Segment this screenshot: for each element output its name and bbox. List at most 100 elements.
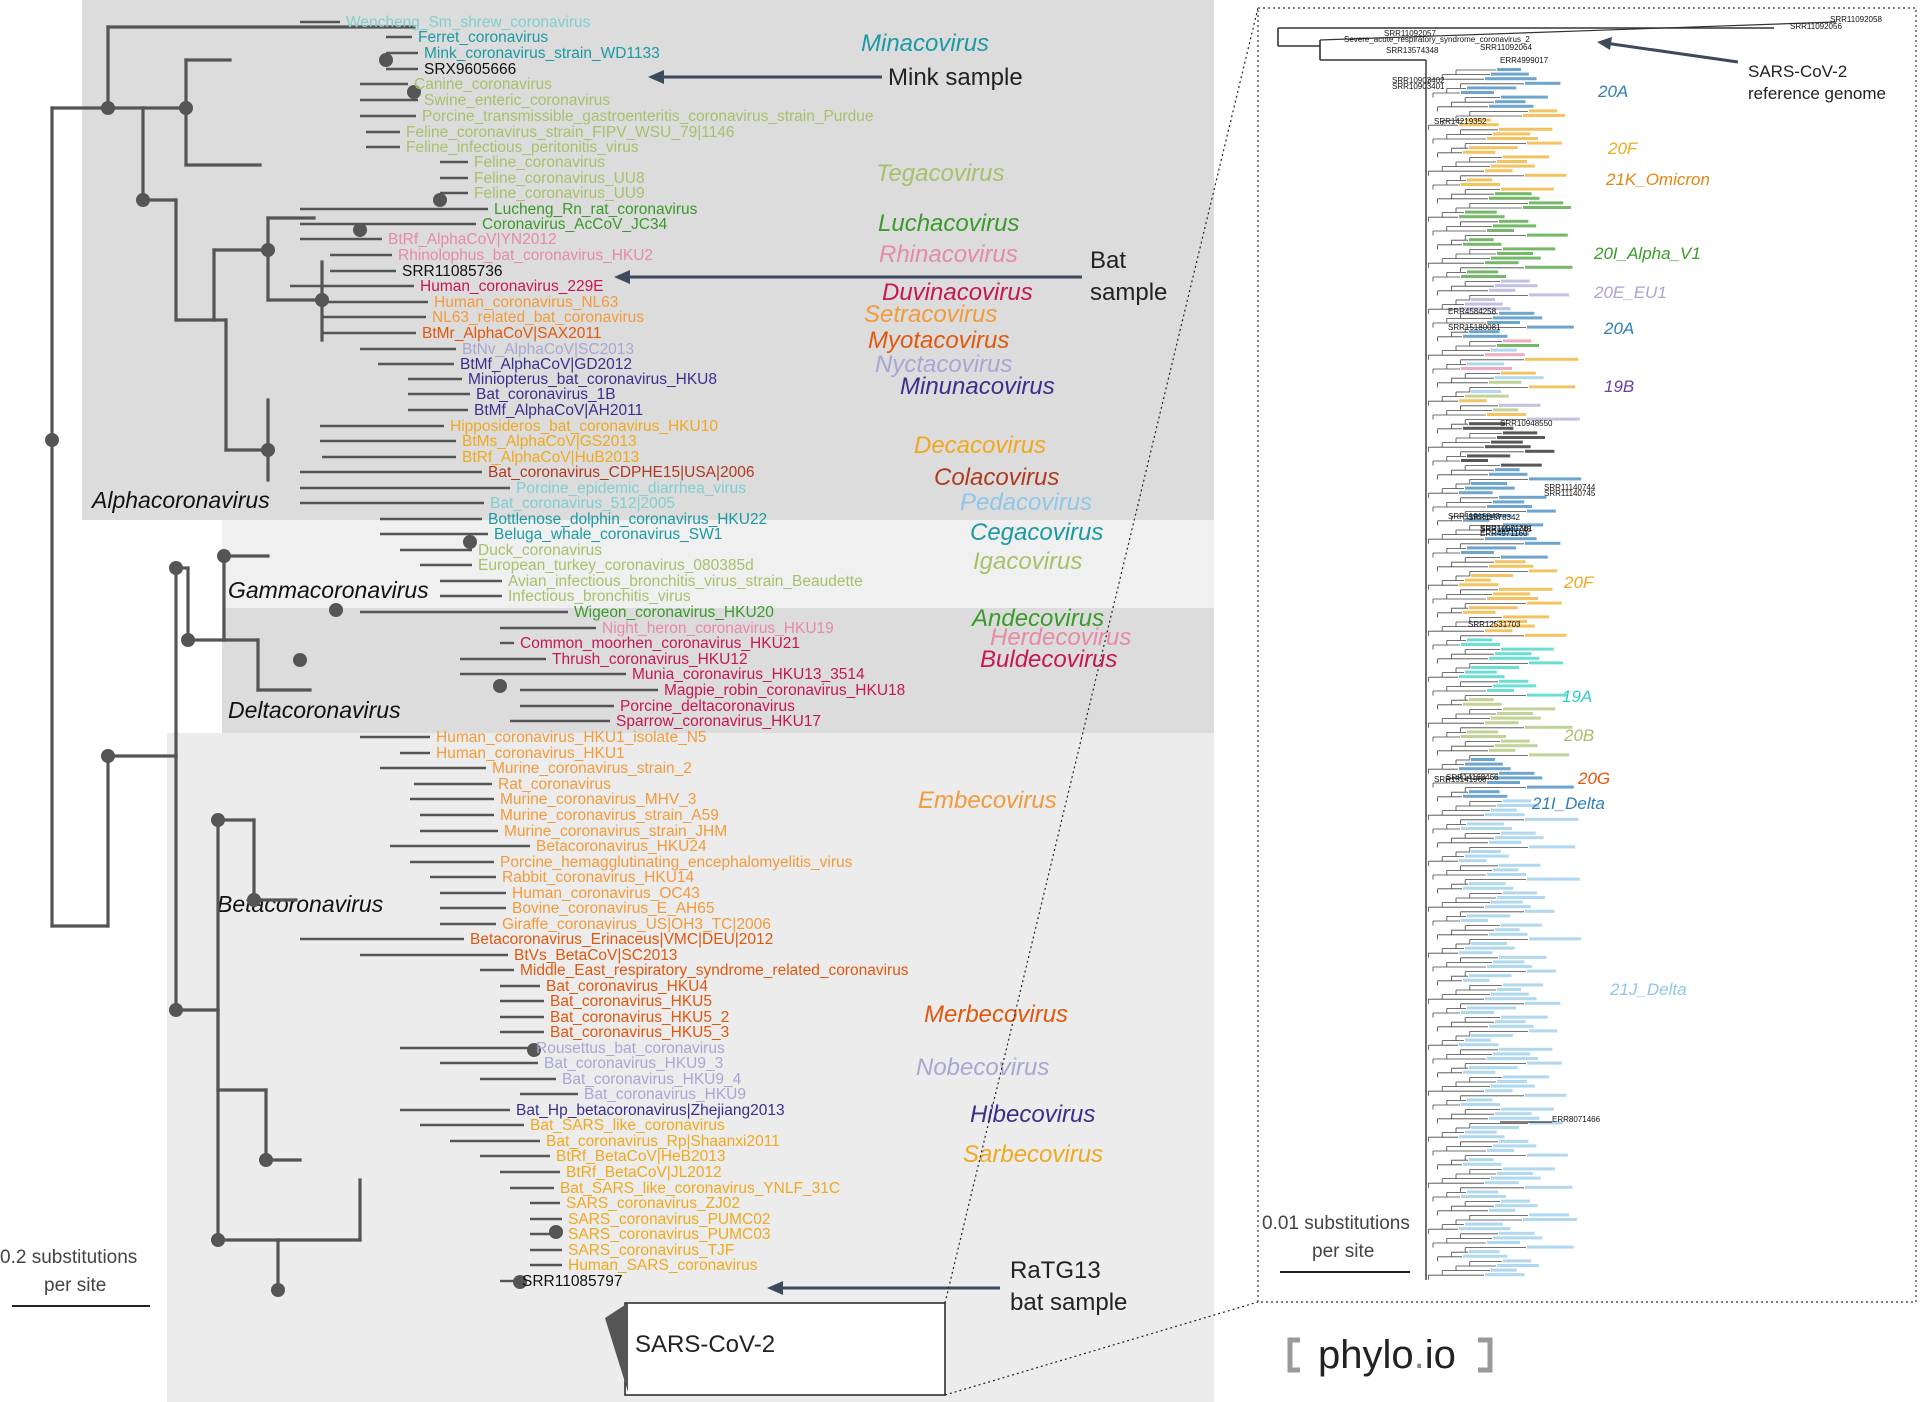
leaf-label: BtNv_AlphaCoV|SC2013 [462, 341, 634, 358]
leaf-label: Bat_coronavirus_1B [476, 386, 616, 403]
subtree-leaf-label: SRR11140745 [1544, 489, 1596, 498]
leaf-label: SARS_coronavirus_ZJ02 [566, 1195, 740, 1212]
clade-label: 20E_EU1 [1593, 283, 1667, 302]
leaf-label: BtRf_AlphaCoV|HuB2013 [462, 449, 639, 466]
leaf-label: Night_heron_coronavirus_HKU19 [602, 620, 834, 637]
subtree-leaf-label: SRR11092056 [1790, 22, 1842, 31]
main-tree-branches [50, 20, 658, 1292]
leaf-label: SARS_coronavirus_PUMC02 [568, 1211, 770, 1228]
zoom-connector-top [944, 7, 1259, 1304]
leaf-label: Thrush_coronavirus_HKU12 [552, 651, 748, 668]
ratg13-label-2: bat sample [1010, 1289, 1127, 1316]
clade-label: 21K_Omicron [1605, 170, 1710, 189]
leaf-label: Bat_coronavirus_HKU9_3 [544, 1055, 723, 1072]
leaf-label: Middle_East_respiratory_syndrome_related… [520, 962, 909, 979]
leaf-label: Duck_coronavirus [478, 542, 602, 559]
subtree-leaf-label: SRR11092057 [1384, 29, 1436, 38]
genus-label: Herdecovirus [990, 624, 1131, 651]
family-label-beta: Betacoronavirus [217, 891, 384, 917]
subtree-leaf-label: SRR14168466 [1446, 773, 1499, 782]
sarscov2-box-label: SARS-CoV-2 [635, 1331, 775, 1358]
leaf-label: Sparrow_coronavirus_HKU17 [616, 713, 821, 730]
leaf-label: Human_coronavirus_HKU1 [436, 745, 625, 762]
reference-label-2: reference genome [1748, 84, 1886, 103]
leaf-label: Bat_coronavirus_HKU5_2 [550, 1009, 729, 1026]
leaf-labels: Wencheng_Sm_shrew_coronavirusFerret_coro… [346, 14, 909, 1290]
leaf-label: Human_coronavirus_NL63 [434, 294, 618, 311]
leaf-label: Bottlenose_dolphin_coronavirus_HKU22 [488, 511, 767, 528]
subtree-leaf-label: SRR10903401 [1392, 82, 1445, 91]
clade-label: 20F [1563, 573, 1595, 592]
leaf-label: Bat_coronavirus_Rp|Shaanxi2011 [546, 1133, 780, 1150]
leaf-label: Bat_coronavirus_HKU9_4 [562, 1071, 742, 1088]
subtree-scale-label-1: 0.01 substitutions [1262, 1213, 1410, 1234]
bat-sample-label-1: Bat [1090, 247, 1126, 274]
main-scale-bar: 0.2 substitutions per site [0, 1247, 150, 1307]
genus-label: Pedacovirus [960, 489, 1092, 516]
leaf-label: Bat_SARS_like_coronavirus [530, 1117, 725, 1134]
leaf-label: Human_coronavirus_229E [420, 278, 604, 295]
leaf-label: Murine_coronavirus_strain_JHM [504, 823, 727, 840]
leaf-label: Bovine_coronavirus_E_AH65 [512, 900, 714, 917]
genus-label: Rhinacovirus [879, 241, 1018, 268]
genus-label: Minunacovirus [900, 373, 1055, 400]
subtree-leaf-label: Severe_acute_respiratory_syndrome_corona… [1344, 35, 1530, 44]
genus-label: Nobecovirus [916, 1054, 1049, 1081]
leaf-label: Feline_infectious_peritonitis_virus [406, 139, 639, 156]
subtree-leaf-label: SRR10903402 [1392, 76, 1445, 85]
sarscov2-collapsed-wedge [605, 1303, 628, 1392]
subtree-leaf-label: SRR10971381 [1480, 524, 1533, 533]
leaf-label: Canine_coronavirus [414, 76, 552, 93]
subtree-leaf-label: SRR12531703 [1468, 620, 1521, 629]
main-scale-label-1: 0.2 substitutions [0, 1247, 137, 1268]
leaf-label: Bat_coronavirus_HKU4 [546, 978, 708, 995]
leaf-label: Infectious_bronchitis_virus [508, 588, 691, 605]
leaf-label: BtRf_BetaCoV|HeB2013 [556, 1148, 725, 1165]
leaf-label: Human_SARS_coronavirus [568, 1257, 758, 1274]
leaf-label: Porcine_epidemic_diarrhea_virus [516, 480, 746, 497]
leaf-label: Human_coronavirus_HKU1_isolate_N5 [436, 729, 707, 746]
leaf-label: BtVs_BetaCoV|SC2013 [514, 947, 677, 964]
leaf-label: Feline_coronavirus_UU9 [474, 185, 645, 202]
subtree-leaf-label: SRR15141968 [1434, 775, 1487, 784]
leaf-label: Feline_coronavirus_strain_FIPV_WSU_79|11… [406, 124, 735, 141]
leaf-label: Rabbit_coronavirus_HKU14 [502, 869, 695, 886]
genus-label: Colacovirus [934, 464, 1059, 491]
svg-text:phylo.io: phylo.io [1318, 1333, 1456, 1377]
leaf-label: Bat_Hp_betacoronavirus|Zhejiang2013 [516, 1102, 785, 1119]
leaf-label: Rhinolophus_bat_coronavirus_HKU2 [398, 247, 653, 264]
genus-label: Luchacovirus [878, 210, 1019, 237]
genus-label: Andecovirus [970, 605, 1104, 632]
family-label-gamma: Gammacoronavirus [228, 577, 429, 603]
clade-label: 20B [1563, 726, 1594, 745]
leaf-label: Rat_coronavirus [498, 776, 611, 793]
logo-main: phylo [1318, 1333, 1414, 1377]
genus-label: Tegacovirus [876, 160, 1005, 187]
leaf-label: Betacoronavirus_HKU24 [536, 838, 707, 855]
clade-label: 20F [1607, 139, 1639, 158]
main-tree-nodes [45, 53, 563, 1297]
leaf-label: Munia_coronavirus_HKU13_3514 [632, 666, 865, 683]
family-label-alpha: Alphacoronavirus [90, 487, 270, 513]
leaf-label: NL63_related_bat_coronavirus [432, 309, 644, 326]
logo-suffix: io [1425, 1333, 1456, 1377]
leaf-label: Feline_coronavirus [474, 154, 605, 171]
leaf-label: BtMr_AlphaCoV|SAX2011 [422, 325, 602, 342]
subtree-leaf-label: SRR15180081 [1448, 323, 1501, 332]
leaf-label: Bat_coronavirus_HKU5 [550, 993, 712, 1010]
subtree-leaf-label: ERR8071466 [1552, 1115, 1601, 1124]
leaf-label: Hipposideros_bat_coronavirus_HKU10 [450, 418, 718, 435]
subtree-leaf-label: SRR11578342 [1468, 513, 1520, 522]
genus-label: Sarbecovirus [963, 1141, 1103, 1168]
leaf-label: SRX9605666 [424, 61, 516, 78]
leaf-label: Betacoronavirus_Erinaceus|VMC|DEU|2012 [470, 931, 773, 948]
leaf-label: Giraffe_coronavirus_US|OH3_TC|2006 [502, 916, 771, 933]
leaf-label: BtMs_AlphaCoV|GS2013 [462, 433, 637, 450]
leaf-label: SRR11085797 [522, 1273, 623, 1290]
leaf-label: BtRf_BetaCoV|JL2012 [566, 1164, 722, 1181]
betacoronavirus-band [167, 733, 1214, 1402]
genus-labels: MinacovirusTegacovirusLuchacovirusRhinac… [861, 30, 1131, 1168]
reference-label-1: SARS-CoV-2 [1748, 62, 1847, 81]
leaf-label: Murine_coronavirus_MHV_3 [500, 791, 696, 808]
